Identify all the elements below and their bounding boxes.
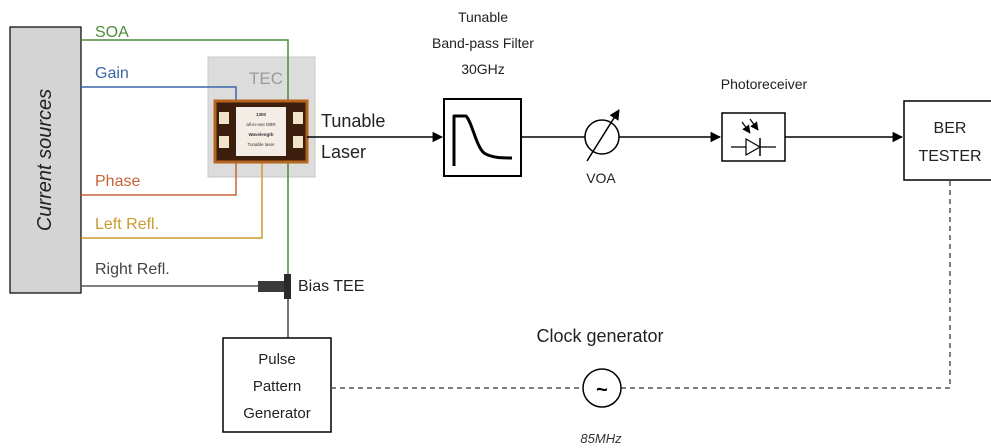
chip-text-1: 1300 xyxy=(256,112,267,117)
laser-label-line1: Tunable xyxy=(321,111,385,131)
filter-label-line1: Tunable xyxy=(458,9,508,25)
clock-circle xyxy=(582,368,622,408)
filter-label-line3: 30GHz xyxy=(461,61,505,77)
bias-tee-connector xyxy=(284,274,291,299)
voa-label: VOA xyxy=(586,170,616,186)
tec-label: TEC xyxy=(249,69,283,88)
filter-response-curve xyxy=(452,114,513,166)
current-sources-box xyxy=(9,26,82,294)
filter-box xyxy=(443,98,522,177)
phase-wire xyxy=(81,160,237,196)
bias-tee-label: Bias TEE xyxy=(298,278,364,295)
bias-tee: Bias TEE xyxy=(258,274,364,299)
chip-text-3: Wavelength xyxy=(248,132,273,137)
chip-pad xyxy=(219,112,229,124)
laser-chip: 1300 all-in-one DBR Wavelength Tunable l… xyxy=(213,99,309,164)
laser-chip-label-area xyxy=(236,107,286,156)
bias-tee-body xyxy=(258,281,284,292)
soa-label: SOA xyxy=(95,24,129,41)
pulse-generator-label-line1: Pulse xyxy=(258,351,296,368)
gain-label: Gain xyxy=(95,65,129,82)
ber-tester: BER TESTER xyxy=(903,100,991,181)
laser-label-line2: Laser xyxy=(321,142,366,162)
chip-pad xyxy=(293,136,303,148)
ber-tester-box xyxy=(903,100,991,181)
filter-label-line2: Band-pass Filter xyxy=(432,35,534,51)
soa-line xyxy=(81,39,289,297)
right-refl-label: Right Refl. xyxy=(95,261,170,278)
light-ray-2 xyxy=(749,118,759,131)
left-refl-wire xyxy=(81,160,263,239)
photoreceiver-label: Photoreceiver xyxy=(721,76,808,92)
photoreceiver-box xyxy=(721,112,786,162)
voa-adjust-arrow xyxy=(586,109,620,162)
chip-pad xyxy=(293,112,303,124)
pulse-generator-label-line3: Generator xyxy=(243,405,311,422)
clock-generator-label: Clock generator xyxy=(536,326,663,346)
current-sources-block: Current sources xyxy=(9,26,82,294)
sine-icon: ~ xyxy=(596,379,608,401)
voa: VOA xyxy=(584,109,620,186)
chip-text-4: Tunable laser xyxy=(247,142,275,147)
clock-frequency-label: 85MHz xyxy=(580,431,622,446)
ber-tester-label-line1: BER xyxy=(934,120,967,137)
ber-tester-label-line2: TESTER xyxy=(918,148,981,165)
phase-label: Phase xyxy=(95,173,140,190)
current-sources-label: Current sources xyxy=(34,89,56,231)
pulse-generator-label-line2: Pattern xyxy=(253,378,301,395)
tunable-filter: Tunable Band-pass Filter 30GHz xyxy=(432,9,534,177)
clock-generator: Clock generator ~ 85MHz xyxy=(536,326,663,446)
pulse-generator-box xyxy=(222,337,332,433)
chip-text-2: all-in-one DBR xyxy=(246,122,276,127)
photoreceiver: Photoreceiver xyxy=(721,76,808,162)
pulse-pattern-generator: Pulse Pattern Generator xyxy=(222,337,332,433)
light-ray-1 xyxy=(741,121,751,134)
photodiode-triangle xyxy=(745,137,762,157)
soa-wire xyxy=(81,39,289,297)
left-refl-label: Left Refl. xyxy=(95,216,159,233)
chip-pad xyxy=(219,136,229,148)
clock-to-ber-wire xyxy=(621,180,951,389)
